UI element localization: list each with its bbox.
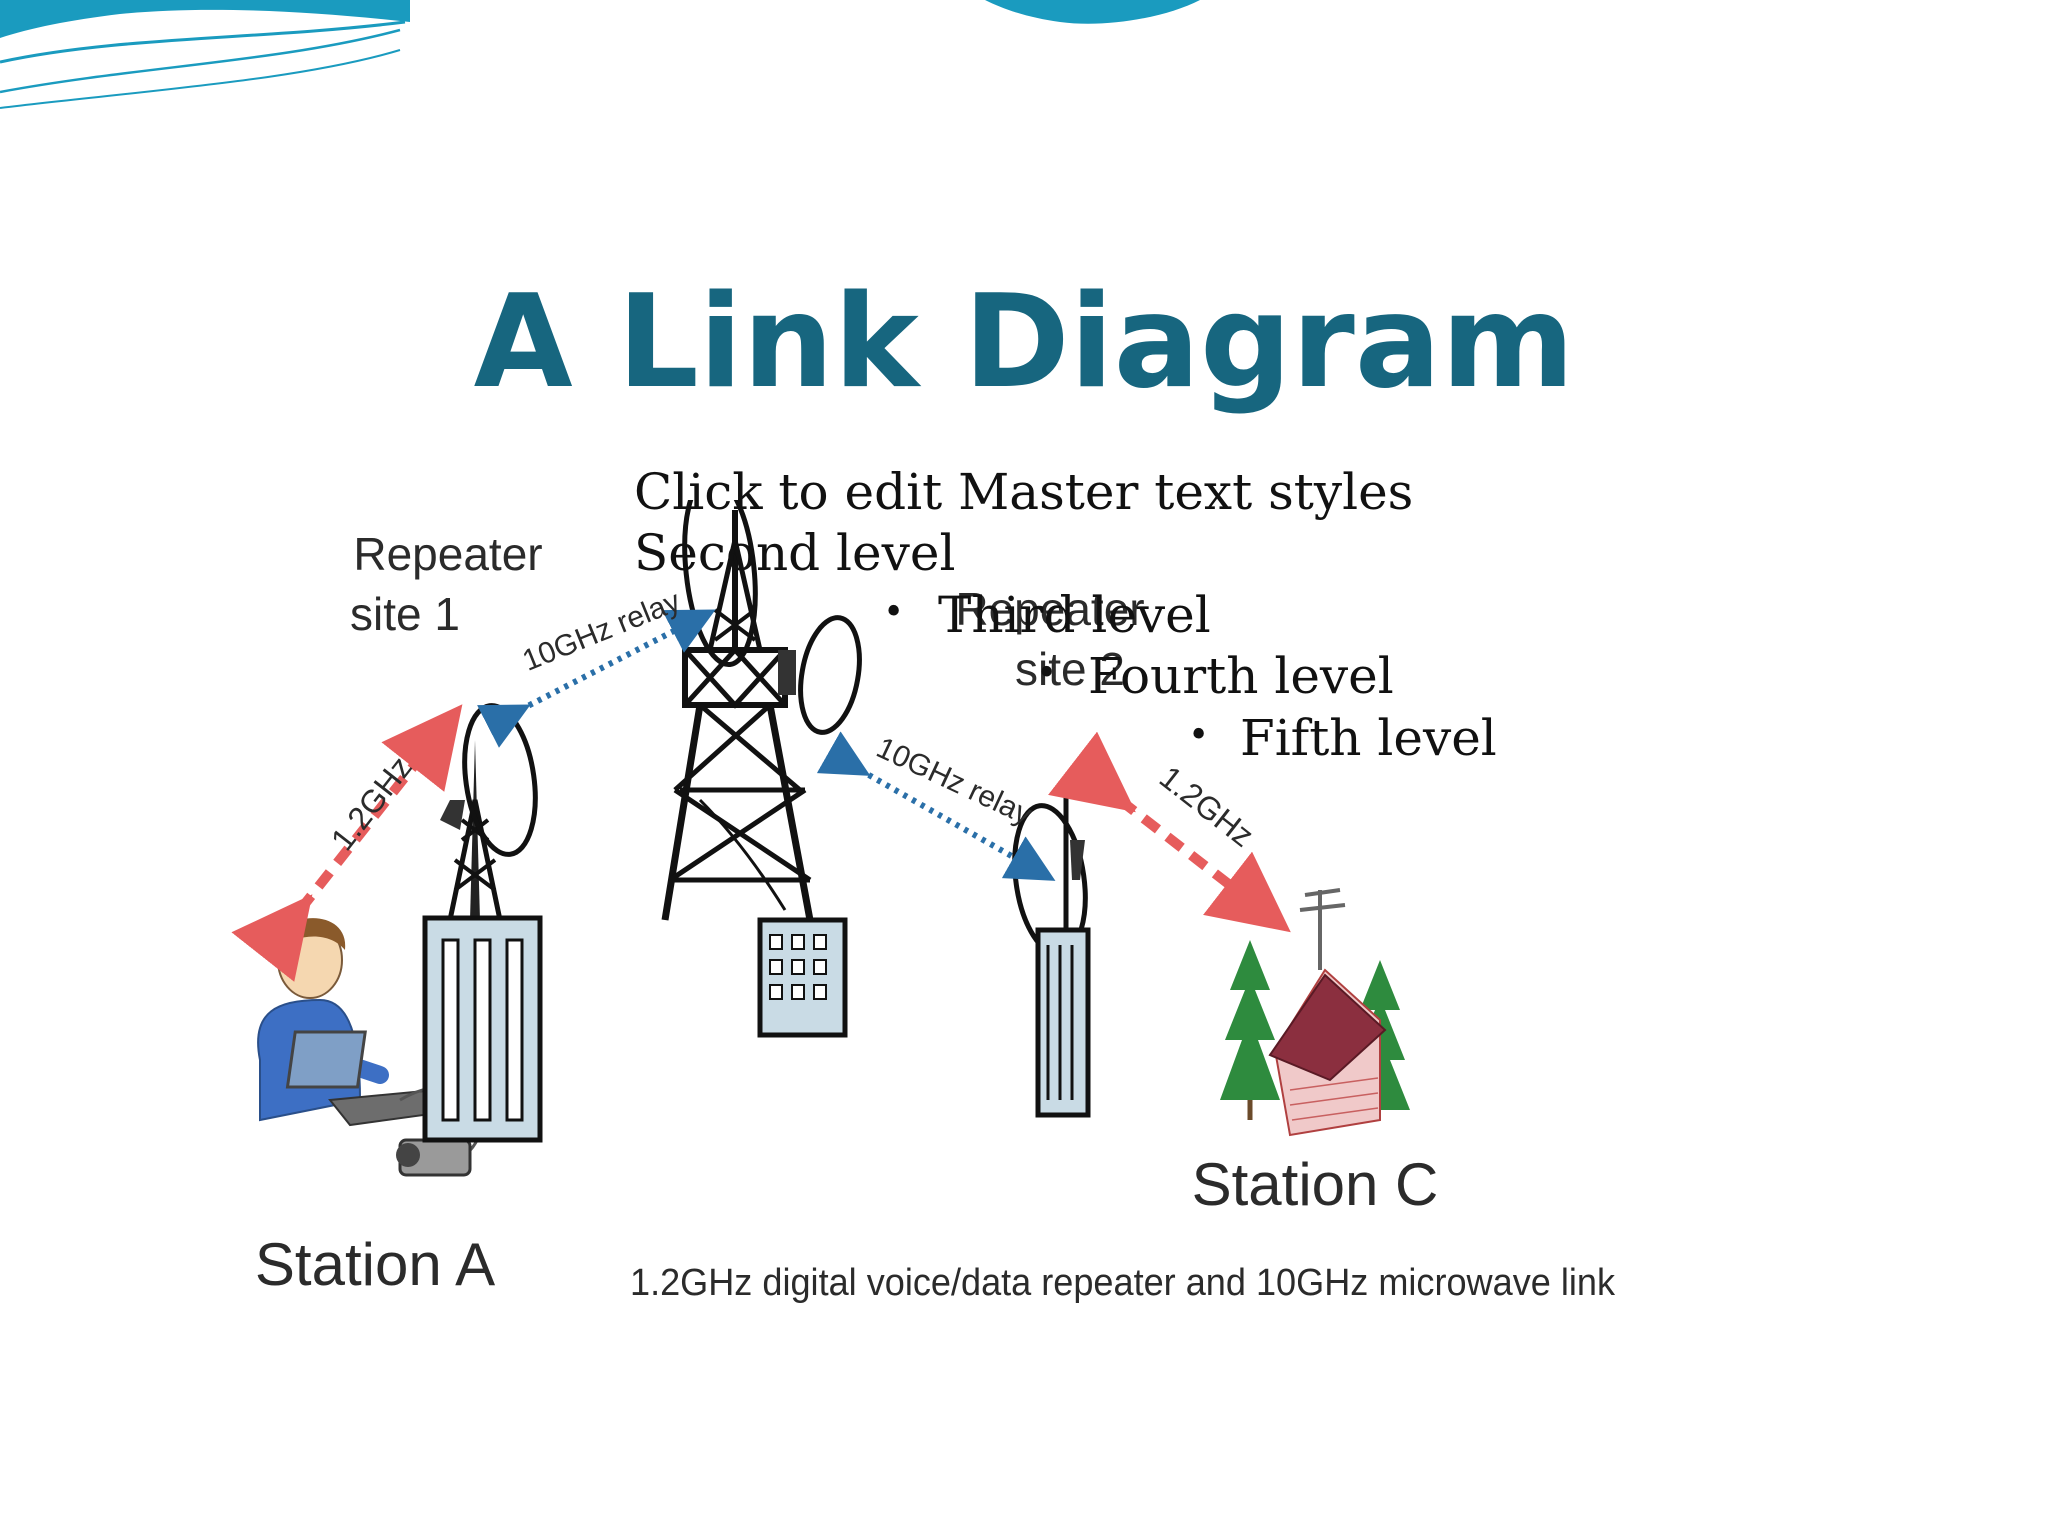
repeater-site-1 bbox=[422, 703, 543, 1143]
wave-decoration bbox=[0, 0, 1200, 109]
link-left-label: 1.2GHz bbox=[324, 749, 419, 857]
link-1-2ghz-left bbox=[231, 704, 463, 982]
wave-line-3 bbox=[0, 49, 401, 109]
link-1-2ghz-right bbox=[1048, 731, 1291, 933]
repeater1-label-line1: Repeater bbox=[353, 528, 542, 580]
wave-line-2 bbox=[0, 28, 401, 94]
repeater1-label-line2: site 1 bbox=[350, 588, 460, 640]
diagram-caption: 1.2GHz digital voice/data repeater and 1… bbox=[630, 1262, 1616, 1304]
relay-right-label: 10GHz relay bbox=[871, 731, 1036, 831]
body-level-4[interactable]: Fourth level bbox=[1088, 647, 1394, 705]
body-level-1[interactable]: Click to edit Master text styles bbox=[634, 463, 1414, 521]
wave-band-center bbox=[985, 0, 1200, 24]
repeater2-label-line2: site 2 bbox=[1015, 643, 1125, 695]
relay-10ghz-left bbox=[477, 609, 716, 748]
wave-line-1 bbox=[0, 20, 406, 64]
repeater2-label-line1: Repeater bbox=[955, 583, 1144, 635]
bullet-level-5: • bbox=[1188, 715, 1210, 756]
station-c-house bbox=[1220, 888, 1410, 1137]
station-c-label: Station C bbox=[1192, 1151, 1439, 1218]
repeater-site-2 bbox=[1012, 790, 1091, 1118]
body-level-3[interactable]: Third level bbox=[938, 586, 1211, 644]
bullet-level-3: • bbox=[883, 592, 905, 633]
body-level-2[interactable]: Second level bbox=[634, 524, 956, 582]
bullet-level-4: • bbox=[1036, 653, 1058, 694]
link-diagram: Repeater site 1 Repeater site 2 Station … bbox=[231, 500, 1616, 1304]
body-level-5[interactable]: Fifth level bbox=[1240, 709, 1497, 767]
relay-left-label: 10GHz relay bbox=[518, 585, 685, 678]
station-a-label: Station A bbox=[255, 1231, 495, 1298]
slide-title[interactable]: A Link Diagram bbox=[473, 268, 1575, 417]
wave-band-left bbox=[0, 0, 410, 38]
